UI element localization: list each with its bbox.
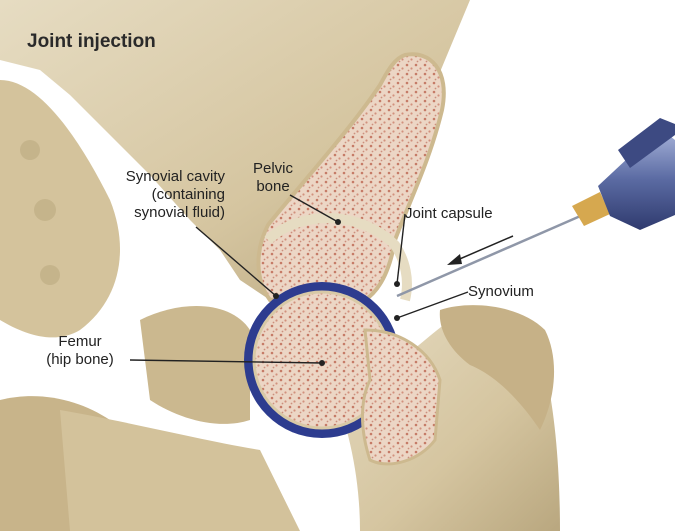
label-pelvic-bone: Pelvic bone: [245, 160, 301, 196]
ischium: [140, 306, 250, 424]
label-synovium: Synovium: [468, 283, 534, 301]
injection-arrow-head: [447, 254, 462, 265]
label-synovial-cavity: Synovial cavity (containing synovial flu…: [40, 168, 225, 222]
label-joint-capsule: Joint capsule: [405, 205, 493, 223]
diagram-title: Joint injection: [27, 31, 156, 53]
lower-pubis: [60, 410, 300, 531]
label-femur: Femur (hip bone): [30, 333, 130, 369]
